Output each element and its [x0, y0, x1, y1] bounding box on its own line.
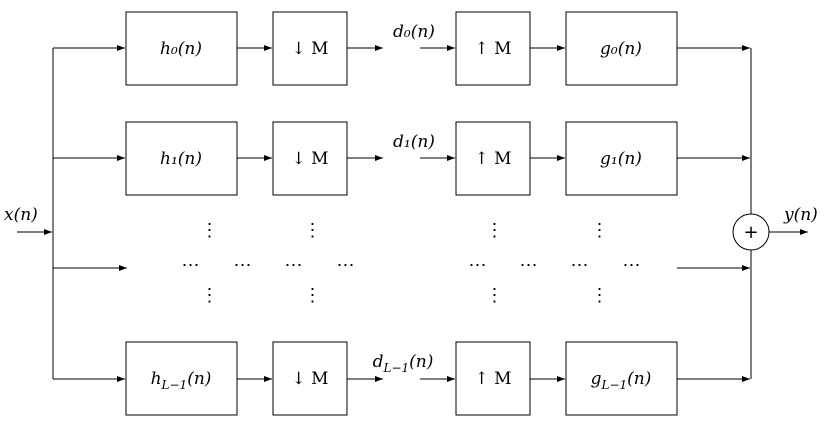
analysis-filter-1	[125, 121, 238, 196]
hdots-6: ⋯	[520, 255, 539, 276]
hdots-5: ⋯	[469, 255, 488, 276]
vdots-upper-3: ⋮	[486, 220, 505, 241]
analysis-filter-0-label: h₀(n)	[160, 39, 202, 59]
vdots-lower-1: ⋮	[201, 285, 220, 306]
synthesis-filter-1-label: g₁(n)	[600, 149, 642, 169]
downsampler-last-label: ↓ M	[291, 369, 328, 389]
subband-signal-last: dL−1(n)	[373, 352, 434, 375]
upsampler-1-label: ↑ M	[474, 149, 511, 169]
downsampler-1	[272, 121, 348, 196]
synthesis-filter-last	[565, 341, 678, 416]
downsampler-0	[272, 11, 348, 86]
hdots-8: ⋯	[623, 255, 642, 276]
subband-signal-1: d₁(n)	[393, 132, 435, 152]
input-label: x(n)	[4, 205, 38, 225]
vdots-upper-1: ⋮	[201, 220, 220, 241]
synthesis-filter-0-label: g₀(n)	[600, 39, 642, 59]
upsampler-0-label: ↑ M	[474, 39, 511, 59]
vdots-upper-2: ⋮	[304, 220, 323, 241]
summing-plus-symbol: +	[743, 222, 758, 243]
upsampler-last-label: ↑ M	[474, 369, 511, 389]
vdots-upper-4: ⋮	[591, 220, 610, 241]
hdots-3: ⋯	[285, 255, 304, 276]
synthesis-filter-last-label: gL−1(n)	[591, 369, 652, 392]
analysis-filter-0	[125, 11, 238, 86]
hdots-4: ⋯	[337, 255, 356, 276]
vdots-lower-4: ⋮	[591, 285, 610, 306]
hdots-1: ⋯	[182, 255, 201, 276]
hdots-2: ⋯	[234, 255, 253, 276]
analysis-filter-last-label: hL−1(n)	[151, 369, 212, 392]
vdots-lower-2: ⋮	[304, 285, 323, 306]
output-label: y(n)	[783, 205, 818, 225]
analysis-filter-last	[125, 341, 238, 416]
downsampler-1-label: ↓ M	[291, 149, 328, 169]
downsampler-0-label: ↓ M	[291, 39, 328, 59]
analysis-filter-1-label: h₁(n)	[160, 149, 202, 169]
synthesis-filter-0	[565, 11, 678, 86]
upsampler-last	[455, 341, 531, 416]
upsampler-1	[455, 121, 531, 196]
subband-signal-0: d₀(n)	[393, 22, 435, 42]
hdots-7: ⋯	[571, 255, 590, 276]
vdots-lower-3: ⋮	[486, 285, 505, 306]
